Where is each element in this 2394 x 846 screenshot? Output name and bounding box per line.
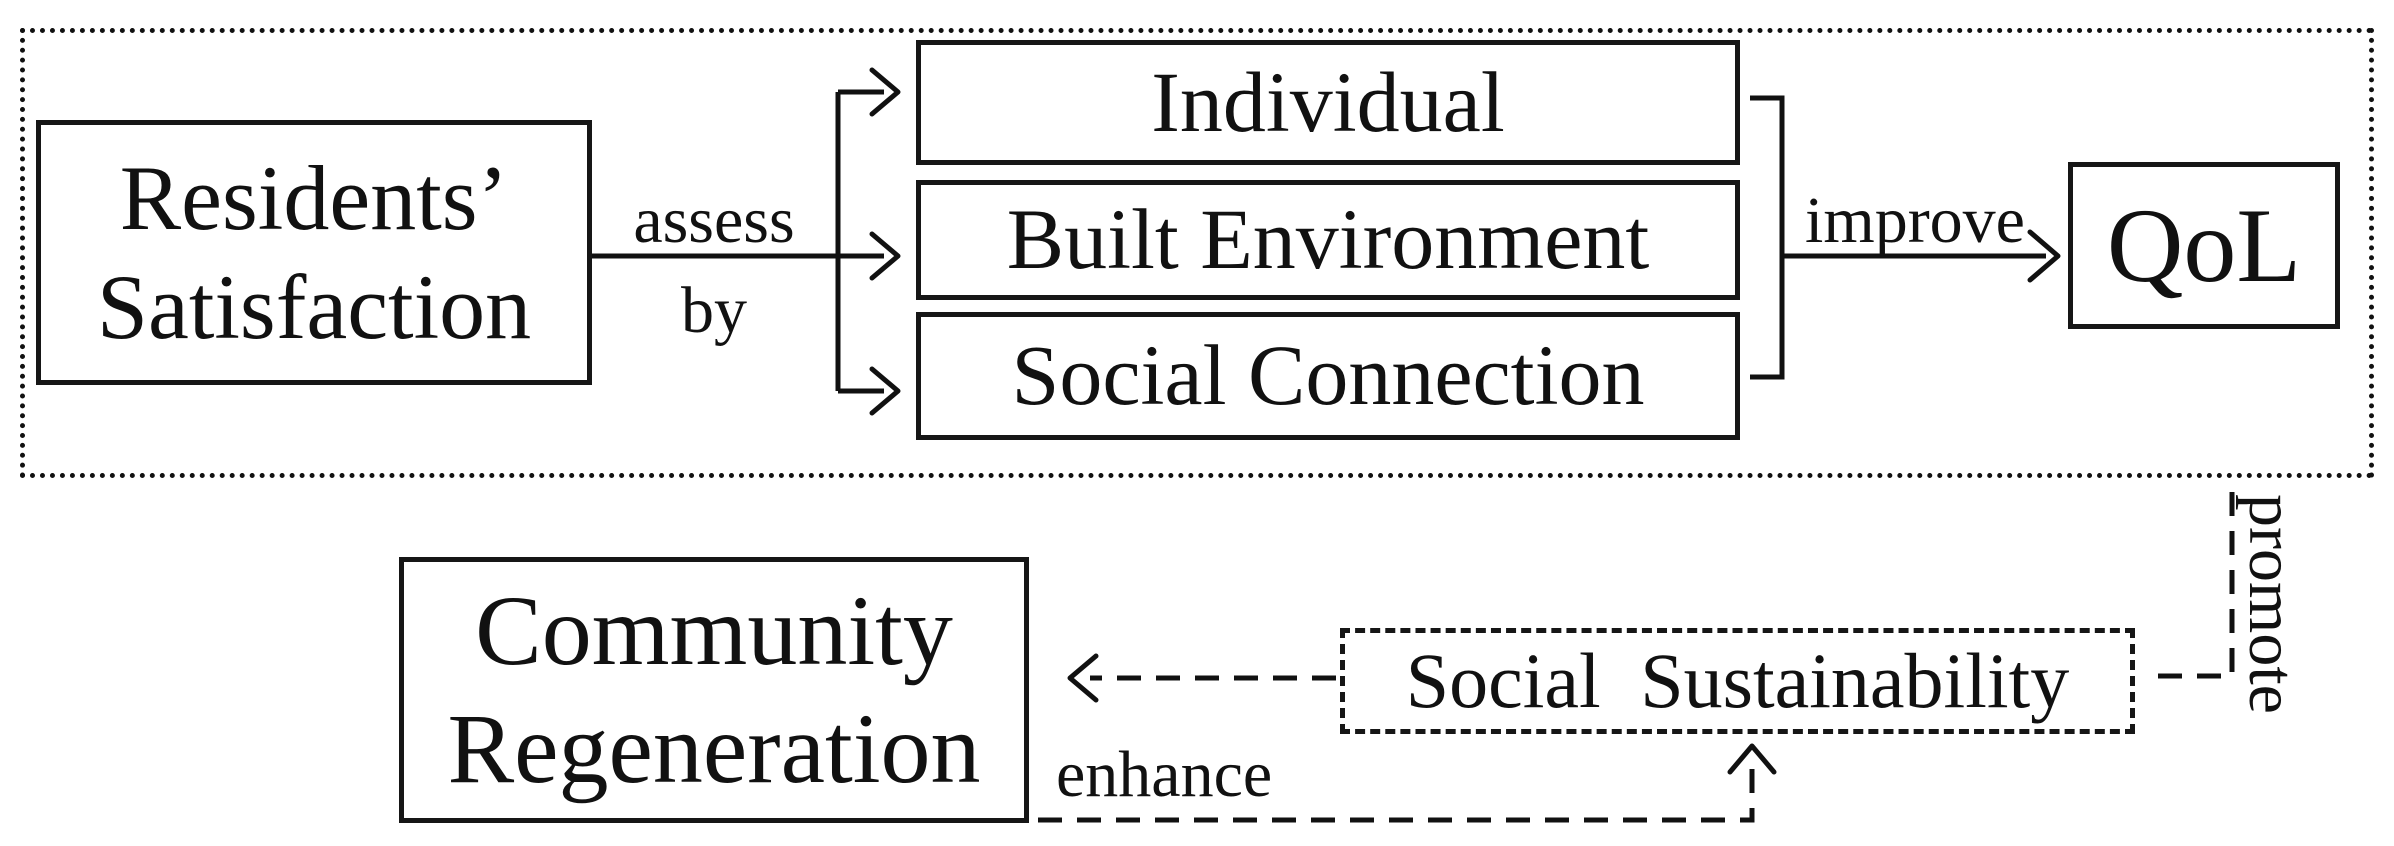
enhance-edge-label: enhance — [1056, 738, 1273, 811]
qol-box: QoL — [2068, 162, 2340, 329]
arrowhead-sustainability — [1727, 743, 1777, 775]
promote-edge-label: promote — [2235, 494, 2308, 714]
bracket — [1750, 95, 1785, 380]
individual-box: Individual — [916, 40, 1740, 165]
community-regeneration-label-line1: Community — [475, 575, 953, 686]
social-sustainability-label: Social Sustainability — [1405, 637, 2070, 724]
residents-satisfaction-label-line1: Residents’ — [119, 146, 509, 249]
community-regeneration-box: Community Regeneration — [399, 557, 1029, 823]
qol-label: QoL — [2106, 186, 2302, 304]
community-regeneration-label-line2: Regeneration — [447, 693, 981, 804]
arrowhead-community — [1067, 653, 1099, 703]
arrowhead-social-connection — [869, 366, 901, 416]
promote-line — [2144, 492, 2235, 679]
arrowhead-qol — [2027, 229, 2061, 283]
enhance-line — [1038, 768, 1755, 823]
residents-satisfaction-box: Residents’ Satisfaction — [36, 120, 592, 385]
social-connection-box: Social Connection — [916, 312, 1740, 440]
assess-edge-label: assess — [633, 184, 795, 257]
built-environment-box: Built Environment — [916, 180, 1740, 300]
individual-label: Individual — [1151, 53, 1505, 150]
assessment-frame — [20, 28, 2374, 478]
arrowhead-individual — [869, 67, 901, 117]
built-environment-label: Built Environment — [1006, 191, 1650, 288]
residents-satisfaction-label-line2: Satisfaction — [96, 255, 532, 358]
social-sustainability-box: Social Sustainability — [1340, 628, 2135, 734]
improve-edge-label: improve — [1805, 184, 2025, 257]
arrowhead-built-environment — [869, 231, 901, 281]
assess-by-edge-label: by — [681, 274, 747, 347]
social-connection-label: Social Connection — [1011, 327, 1645, 424]
